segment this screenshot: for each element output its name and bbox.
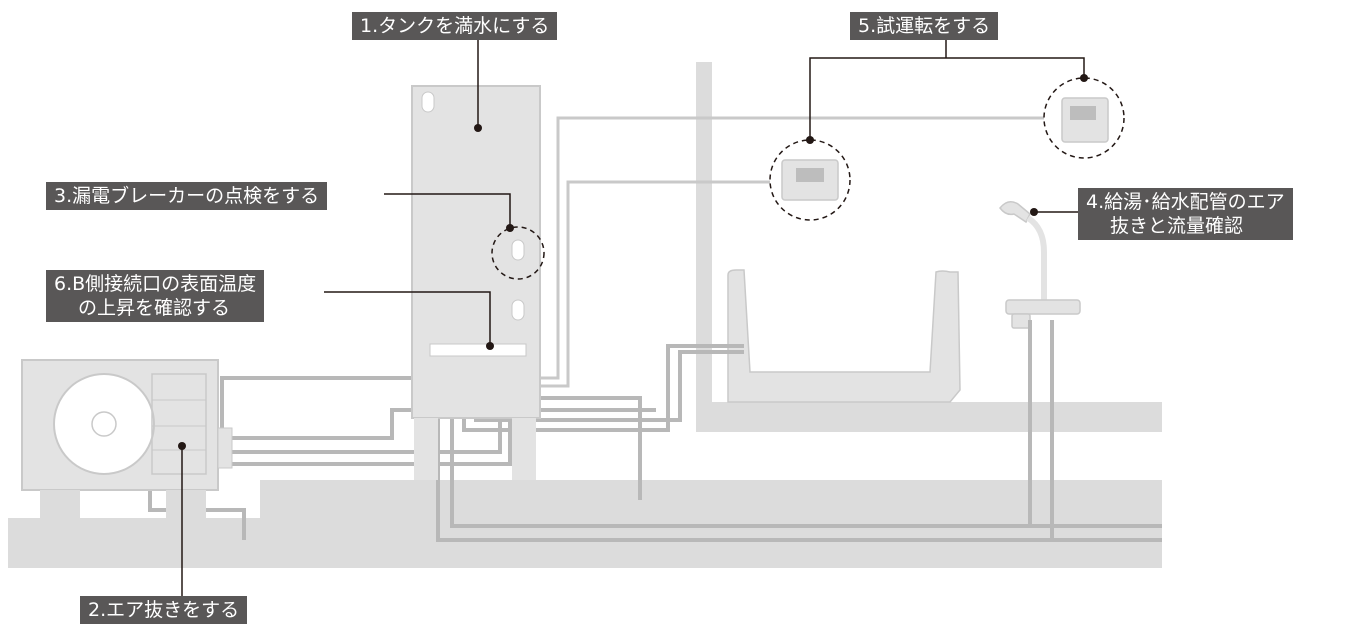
- callout-tank-fill: 1.タンクを満水にする: [352, 12, 558, 40]
- callout-trial-run: 5.試運転をする: [850, 12, 999, 40]
- callout-air-vent: 2.エア抜きをする: [80, 596, 248, 624]
- remote-cables: [540, 116, 1044, 388]
- bathtub: [727, 269, 961, 403]
- callout-piping-air-line1: 4.給湯･給水配管のエア: [1086, 191, 1285, 213]
- callout-piping-air: 4.給湯･給水配管のエア 抜きと流量確認: [1078, 188, 1293, 240]
- leader-lines: [181, 40, 1085, 598]
- breaker-highlight: [491, 226, 545, 280]
- callout-piping-air-line2: 抜きと流量確認: [1110, 215, 1244, 237]
- callout-breaker-check: 3.漏電ブレーカーの点検をする: [46, 182, 328, 210]
- callout-b-port-temp-line1: 6.B側接続口の表面温度: [54, 273, 257, 295]
- callout-b-port-temp-line2: の上昇を確認する: [78, 297, 231, 319]
- bath-remote-controller: [769, 139, 851, 221]
- callout-b-port-temp: 6.B側接続口の表面温度 の上昇を確認する: [46, 270, 265, 322]
- hot-water-tank: [411, 85, 541, 480]
- outdoor-heat-pump-unit: [21, 359, 233, 520]
- kitchen-remote-controller: [1043, 77, 1125, 159]
- shower-faucet: [999, 201, 1081, 329]
- leader-dots: [178, 74, 1088, 450]
- building-wall: [696, 62, 1162, 432]
